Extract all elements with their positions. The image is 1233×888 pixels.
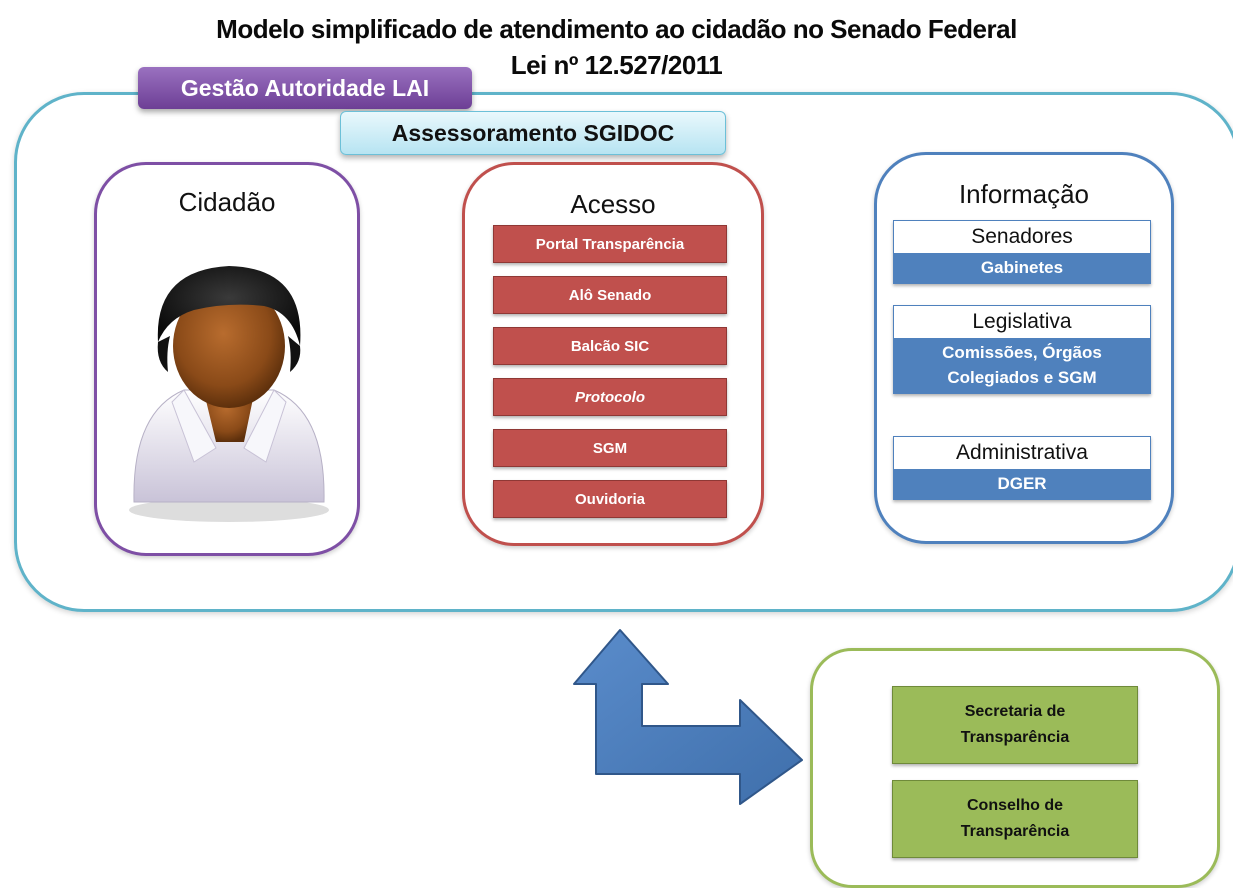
acesso-item-balcao-sic: Balcão SIC bbox=[493, 327, 727, 365]
acesso-item-alo-senado: Alô Senado bbox=[493, 276, 727, 314]
info-group-legislativa: Legislativa Comissões, Órgãos Colegiados… bbox=[893, 305, 1151, 394]
info-body-line: Gabinetes bbox=[980, 258, 1064, 277]
acesso-title: Acesso bbox=[570, 189, 656, 219]
box-line: Secretaria de bbox=[964, 703, 1066, 720]
cidadao-title: Cidadão bbox=[178, 187, 276, 217]
info-group-head: Legislativa bbox=[894, 306, 1150, 338]
info-body-line: DGER bbox=[997, 474, 1047, 493]
box-line: Transparência bbox=[960, 729, 1070, 746]
bent-double-arrow-icon bbox=[573, 629, 803, 805]
info-body-line: Colegiados e SGM bbox=[947, 368, 1097, 387]
gestao-label: Gestão Autoridade LAI bbox=[138, 67, 472, 109]
assessoramento-label: Assessoramento SGIDOC bbox=[340, 111, 726, 155]
info-group-body: DGER bbox=[894, 469, 1150, 499]
acesso-item-ouvidoria: Ouvidoria bbox=[493, 480, 727, 518]
info-group-administrativa: Administrativa DGER bbox=[893, 436, 1151, 500]
conselho-transparencia-box: Conselho de Transparência bbox=[892, 780, 1138, 858]
acesso-item-portal-transparencia: Portal Transparência bbox=[493, 225, 727, 263]
outer-frame bbox=[14, 92, 1233, 612]
secretaria-transparencia-box: Secretaria de Transparência bbox=[892, 686, 1138, 764]
box-line: Conselho de bbox=[966, 797, 1063, 814]
info-group-senadores: Senadores Gabinetes bbox=[893, 220, 1151, 284]
info-group-head: Administrativa bbox=[894, 437, 1150, 469]
person-icon bbox=[129, 266, 329, 522]
info-group-body: Comissões, Órgãos Colegiados e SGM bbox=[894, 338, 1150, 393]
acesso-item-sgm: SGM bbox=[493, 429, 727, 467]
informacao-title: Informação bbox=[958, 179, 1090, 209]
info-group-head: Senadores bbox=[894, 221, 1150, 253]
diagram-subtitle: Lei nº 12.527/2011 bbox=[510, 50, 723, 80]
diagram-title: Modelo simplificado de atendimento ao ci… bbox=[216, 14, 1017, 44]
info-group-body: Gabinetes bbox=[894, 253, 1150, 283]
info-body-line: Comissões, Órgãos bbox=[942, 343, 1102, 362]
acesso-item-protocolo: Protocolo bbox=[493, 378, 727, 416]
box-line: Transparência bbox=[960, 823, 1070, 840]
